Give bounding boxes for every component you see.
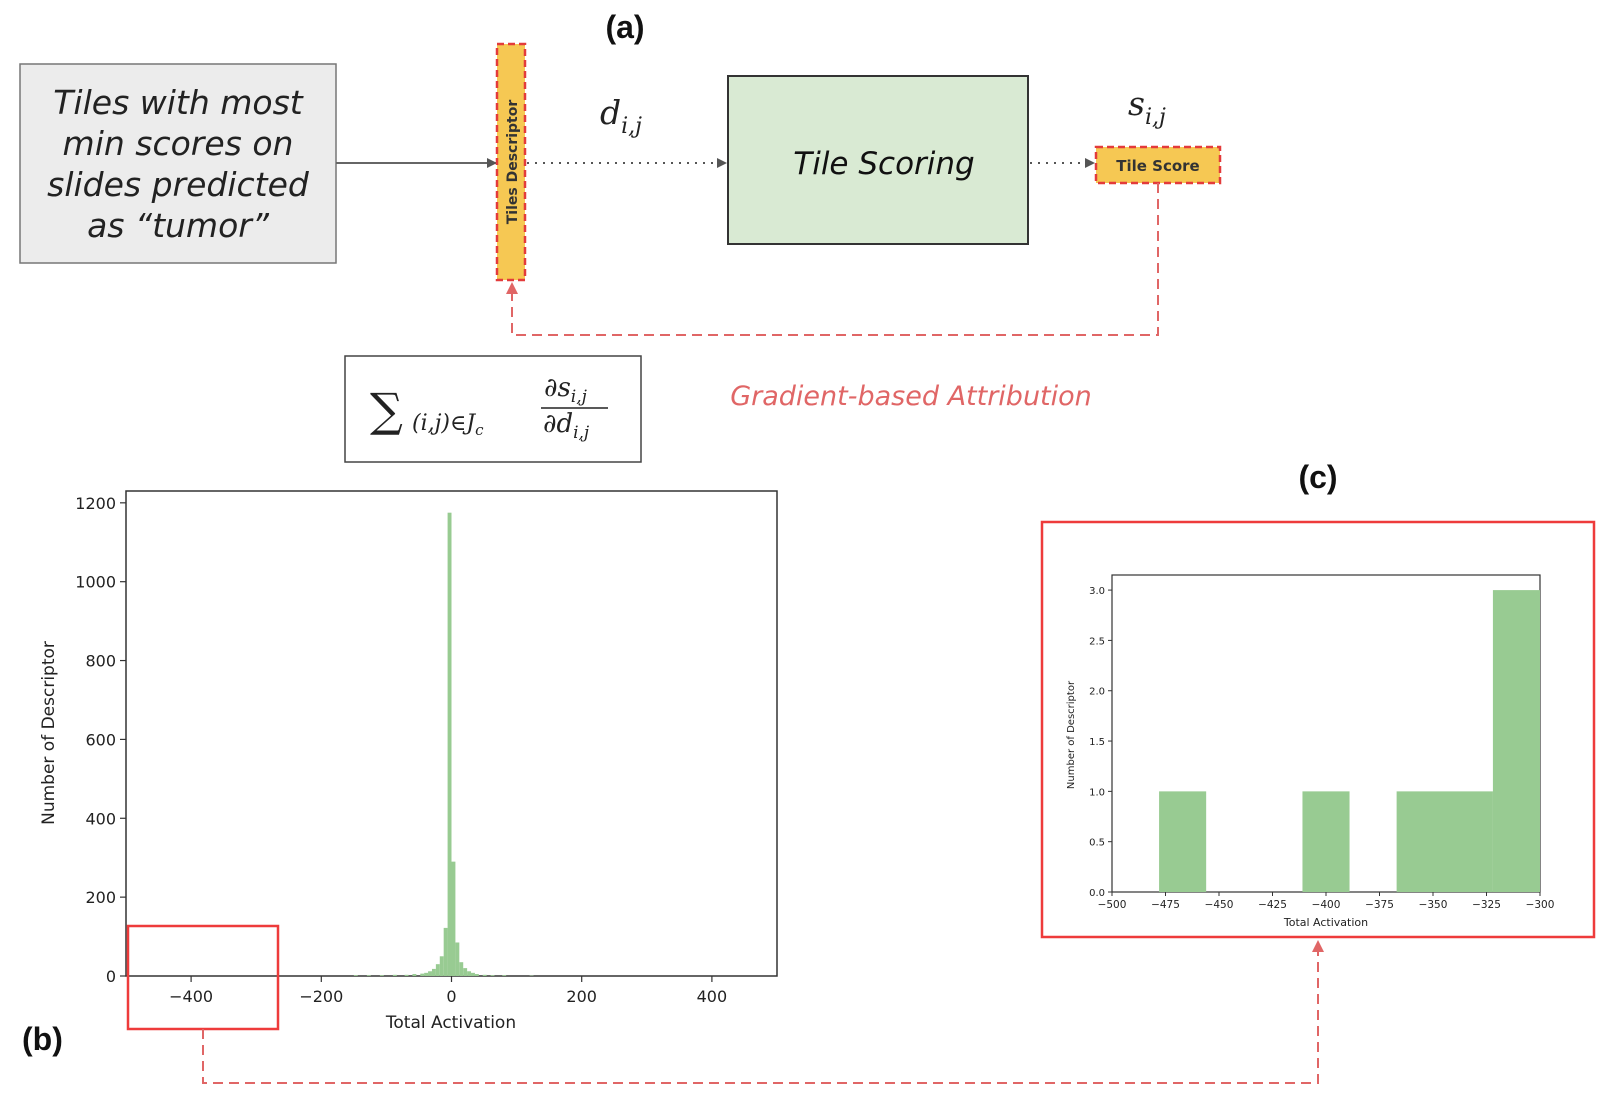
histogram-b-bars: [353, 512, 534, 976]
histogram-c-y-ticks: 0.0 0.5 1.0 1.5 2.0 2.5 3.0: [1089, 586, 1112, 899]
histogram-c-x-tick-label: −325: [1472, 899, 1501, 911]
histogram-c-y-label: Number of Descriptor: [1066, 680, 1077, 789]
histogram-b-y-tick-label: 400: [85, 809, 116, 828]
histogram-c-y-tick-label: 0.0: [1089, 888, 1105, 899]
histogram-c-x-tick-label: −475: [1151, 899, 1180, 911]
histogram-b-bar: [424, 972, 429, 976]
histogram-b-bar: [502, 975, 507, 976]
input-box-line-1: Tiles with most: [53, 83, 304, 122]
histogram-b-bar: [474, 974, 479, 976]
histogram-b-bar: [412, 974, 417, 976]
histogram-c-x-tick-label: −500: [1098, 899, 1127, 911]
descriptor-symbol-subscript: i,j: [621, 114, 642, 139]
histogram-b-y-tick-label: 1000: [75, 573, 116, 592]
tile-scoring-box: [727, 75, 1029, 245]
histogram-c-y-tick-label: 2.5: [1089, 636, 1105, 647]
formula-numerator: ∂si,j: [544, 373, 588, 407]
histogram-b-bar: [392, 974, 397, 976]
histogram-b-bar: [463, 968, 468, 976]
histogram-b-y-tick-label: 1200: [75, 494, 116, 513]
histogram-c-bar: [1396, 791, 1493, 892]
panel-b-label: (b): [22, 1021, 63, 1057]
histogram-c-x-tick-label: −400: [1312, 899, 1341, 911]
histogram-b-x-tick-label: 200: [566, 987, 597, 1006]
histogram-b-bar: [455, 942, 460, 976]
zoom-connector-path: [202, 940, 1324, 1084]
formula-denominator-subscript: i,j: [573, 423, 590, 443]
tiles-descriptor-label: Tiles Descriptor: [505, 100, 521, 225]
gradient-attribution-label: Gradient-based Attribution: [730, 381, 1092, 412]
score-symbol: si,j: [1128, 84, 1166, 130]
formula-box: [344, 355, 642, 463]
histogram-b-bar: [379, 975, 384, 976]
tiles-descriptor-box: [495, 42, 527, 282]
histogram-b-bar: [471, 972, 475, 976]
score-symbol-subscript: i,j: [1145, 105, 1166, 130]
input-box: [19, 63, 337, 264]
attribution-formula: ∑ (i,j)∈Jc ∂si,j ∂di,j: [370, 373, 608, 443]
tile-score-box: [1094, 145, 1222, 185]
histogram-c-x-tick-label: −450: [1205, 899, 1234, 911]
histogram-b-y-tick-label: 0: [106, 967, 116, 986]
formula-sum-sign: ∑: [370, 383, 403, 437]
panel-a-label: (a): [605, 9, 644, 45]
formula-denominator: ∂di,j: [543, 409, 590, 443]
formula-sum-subscript-c: c: [475, 421, 484, 439]
tile-scoring-label: Tile Scoring: [793, 146, 974, 182]
histogram-c-y-tick-label: 1.5: [1089, 737, 1105, 748]
panel-c-label: (c): [1298, 459, 1337, 495]
histogram-b-x-tick-label: −200: [299, 987, 343, 1006]
histogram-b-bar: [428, 971, 432, 976]
histogram-b-bar: [353, 975, 358, 976]
histogram-c-y-tick-label: 3.0: [1089, 586, 1105, 597]
formula-numerator-subscript: i,j: [571, 387, 588, 407]
histogram-b-bar: [431, 968, 436, 976]
histogram-c-bar: [1492, 590, 1540, 892]
input-box-line-3: slides predicted: [47, 165, 310, 204]
histogram-b-y-tick-label: 600: [85, 730, 116, 749]
histogram-b-bar: [439, 956, 444, 976]
histogram-b-x-tick-label: 0: [446, 987, 456, 1006]
histogram-b-y-tick-label: 200: [85, 888, 116, 907]
histogram-c-x-ticks: −500 −475 −450 −425 −400 −375 −350 −325 −300: [1098, 892, 1555, 911]
histogram-b-bar: [459, 962, 464, 976]
histogram-b-bar: [443, 927, 448, 976]
formula-sum-subscript: (i,j)∈Jc: [412, 411, 484, 439]
histogram-b-bar: [366, 975, 371, 976]
histogram-b-y-tick-label: 800: [85, 652, 116, 671]
histogram-b-y-ticks: 0 200 400 600 800 1000 1200: [75, 494, 126, 986]
input-box-line-4: as “tumor”: [87, 206, 270, 245]
histogram-c-x-tick-label: −425: [1258, 899, 1287, 911]
histogram-b-bar: [404, 974, 409, 976]
gradient-feedback-path: [506, 183, 1159, 336]
tile-score-label: Tile Score: [1116, 157, 1199, 175]
histogram-c-y-tick-label: 0.5: [1089, 838, 1105, 849]
histogram-b-bar: [451, 861, 456, 976]
histogram-b-bar: [420, 973, 425, 976]
histogram-b-bar: [490, 975, 495, 976]
histogram-b-x-tick-label: −400: [169, 987, 213, 1006]
histogram-c-bars: [1159, 590, 1540, 892]
histogram-b-x-label: Total Activation: [385, 1013, 516, 1033]
histogram-c-bar: [1302, 791, 1350, 892]
histogram-c-y-tick-label: 1.0: [1089, 787, 1105, 798]
histogram-c: 0.0 0.5 1.0 1.5 2.0 2.5 3.0 −500 −475 −450 −425 −4…: [1066, 574, 1555, 929]
histogram-c-x-label: Total Activation: [1283, 916, 1368, 929]
histogram-b-bar: [447, 512, 452, 976]
histogram-c-x-tick-label: −300: [1526, 899, 1555, 911]
histogram-b-x-tick-label: 400: [697, 987, 728, 1006]
histogram-c-x-tick-label: −350: [1419, 899, 1448, 911]
histogram-b-x-ticks: −400 −200 0 200 400: [169, 976, 727, 1006]
histogram-b-y-label: Number of Descriptor: [39, 641, 59, 825]
histogram-b-bar: [467, 971, 472, 976]
histogram-c-x-tick-label: −375: [1365, 899, 1394, 911]
histogram-b-bar: [435, 964, 440, 976]
descriptor-symbol: di,j: [600, 93, 642, 139]
input-box-line-2: min scores on: [63, 124, 294, 163]
histogram-c-bar: [1159, 791, 1207, 892]
histogram-c-y-tick-label: 2.0: [1089, 687, 1105, 698]
histogram-b: 0 200 400 600 800 1000 1200 −400 −200 0 200 400 To…: [39, 490, 778, 1033]
histogram-b-bar: [482, 974, 487, 976]
